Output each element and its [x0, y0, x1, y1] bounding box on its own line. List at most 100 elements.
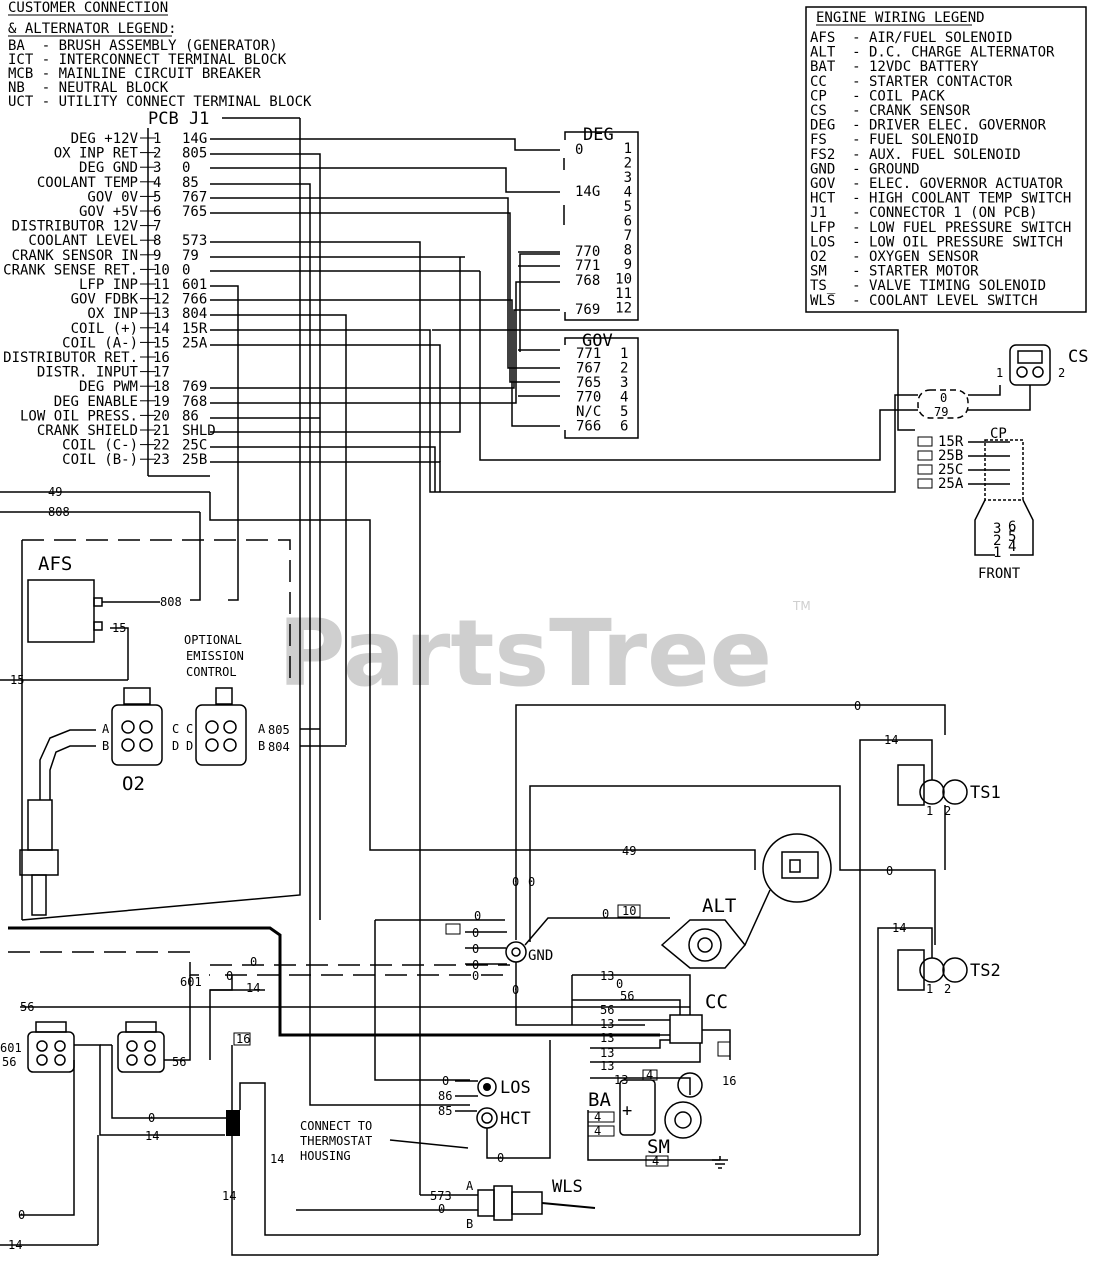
engine-legend-item: LFP - LOW FUEL PRESSURE SWITCH: [810, 220, 1071, 236]
deg-pin-number: 6: [624, 214, 632, 230]
deg-title: DEG: [583, 125, 614, 145]
pcb-pin-label: CRANK SENSOR IN: [12, 248, 138, 264]
pcb-pin-wire: 25A: [182, 335, 208, 351]
cc-wire-13e: 13: [600, 1059, 614, 1073]
los-label: LOS: [500, 1078, 531, 1098]
gnd-wire-up-0b: 0: [528, 875, 535, 889]
ts1-wire-0: 0: [854, 699, 861, 713]
customer-legend-item: NB - NEUTRAL BLOCK: [8, 80, 169, 96]
o2-label: O2: [122, 773, 145, 795]
pcb-pin-wire: 25B: [182, 452, 207, 468]
wire-808-top-label: 808: [48, 505, 70, 519]
gov-pin-number: 1: [620, 346, 628, 362]
conn-right-wire-0: 0: [148, 1111, 155, 1125]
gnd-wire-up-0a: 0: [512, 875, 519, 889]
optional-line2: EMISSION: [186, 649, 244, 663]
gov-pin-number: 3: [620, 375, 628, 391]
o2-pin-c: C: [172, 722, 179, 736]
deg-wire-label: 768: [575, 273, 600, 289]
wire-49-mid-label: 49: [622, 844, 636, 858]
pcb-pin-number: 20: [153, 408, 170, 424]
pcb-pin-label: DISTR. INPUT: [37, 365, 139, 381]
customer-legend-title: CUSTOMER CONNECTION: [8, 0, 168, 16]
pcb-pin-number: 22: [153, 438, 170, 454]
hct-label: HCT: [500, 1109, 531, 1129]
cs-pin-2: 2: [1058, 366, 1065, 380]
engine-legend-item: CS - CRANK SENSOR: [810, 103, 971, 119]
engine-legend-item: GND - GROUND: [810, 161, 920, 177]
deg-pin-number: 7: [624, 228, 632, 244]
pcb-pin-label: DISTRIBUTOR 12V: [12, 219, 139, 235]
pcb-pin-wire: 0: [182, 262, 190, 278]
pcb-pin-number: 12: [153, 292, 170, 308]
deg-pin-number: 10: [615, 272, 632, 288]
cc-label: CC: [705, 991, 728, 1013]
pcb-pin-label: DEG GND: [79, 160, 138, 176]
pcb-pin-number: 2: [153, 146, 161, 162]
cp-pin-left: 2: [993, 533, 1001, 549]
opt-pin-b: B: [258, 739, 265, 753]
pcb-pin-label: GOV 0V: [87, 189, 138, 205]
deg-wire-label: 771: [575, 258, 600, 274]
gov-pin-wire: 767: [576, 361, 601, 377]
opt-pin-c: C: [186, 722, 193, 736]
cc-wire-13d: 13: [600, 1046, 614, 1060]
engine-legend-item: O2 - OXYGEN SENSOR: [810, 249, 979, 265]
cc-wire-13b: 13: [600, 1017, 614, 1031]
deg-pin-number: 11: [615, 286, 632, 302]
engine-legend-title: ENGINE WIRING LEGEND: [816, 10, 985, 26]
pcb-pin-wire: 15R: [182, 321, 208, 337]
wire-14-b: 14: [222, 1189, 236, 1203]
ground-bus: [8, 800, 660, 1037]
wire-15-left-label: 15: [10, 673, 24, 687]
pcb-pin-label: DISTRIBUTOR RET.: [3, 350, 138, 366]
pcb-pin-label: COIL (A-): [62, 335, 138, 351]
coil-crank-wires: [210, 271, 918, 493]
wls-pin-a: A: [466, 1179, 474, 1193]
optional-line3: CONTROL: [186, 665, 237, 679]
gov-pin-number: 2: [620, 361, 628, 377]
pcb-pin-number: 15: [153, 335, 170, 351]
ts2-label: TS2: [970, 961, 1001, 981]
conn-right-56: 56: [172, 1055, 186, 1069]
battery-starter: BA + 13 4 4 4 SM 4: [587, 1068, 728, 1169]
engine-legend-item: DEG - DRIVER ELEC. GOVERNOR: [810, 118, 1047, 134]
o2-pin-a: A: [102, 722, 110, 736]
sm-label: SM: [647, 1136, 670, 1158]
thermostat-note-2: THERMOSTAT: [300, 1134, 372, 1148]
engine-legend-item: FS - FUEL SOLENOID: [810, 132, 979, 148]
wire-49-label: 49: [48, 485, 62, 499]
customer-legend: CUSTOMER CONNECTION & ALTERNATOR LEGEND:…: [8, 0, 312, 110]
o2-wire-805: 805: [268, 723, 290, 737]
ts2-pin-2: 2: [944, 982, 951, 996]
cp-pin-left: 3: [993, 521, 1001, 537]
alt-wire-10: 10: [622, 904, 636, 918]
engine-legend-item: GOV - ELEC. GOVERNOR ACTUATOR: [810, 176, 1063, 192]
pcb-pin-wire: 25C: [182, 438, 207, 454]
pcb-pin-number: 11: [153, 277, 170, 293]
pcb-pin-wire: 768: [182, 394, 207, 410]
deg-wire-label: 769: [575, 302, 600, 318]
gov-pin-number: 5: [620, 404, 628, 420]
pcb-pin-wire: 601: [182, 277, 207, 293]
cp-label: CP: [990, 426, 1007, 442]
watermark: PartsTree: [278, 600, 772, 707]
engine-legend-item: HCT - HIGH COOLANT TEMP SWITCH: [810, 191, 1071, 207]
ba-label: BA: [588, 1089, 611, 1111]
sm-wire-4: 4: [652, 1154, 659, 1168]
pcb-pin-label: DEG PWM: [79, 379, 138, 395]
cp-pin-right: 5: [1008, 529, 1016, 545]
ts2-wire-14: 14: [892, 921, 906, 935]
gov-pin-wire: 765: [576, 375, 601, 391]
pcb-pin-label: OX INP RET: [54, 146, 139, 162]
pcb-pin-label: DEG +12V: [71, 131, 139, 147]
cp-pin-right: 4: [1008, 539, 1016, 555]
pcb-pin-wire: 14G: [182, 131, 207, 147]
pcb-pin-number: 3: [153, 160, 161, 176]
pcb-pin-number: 17: [153, 365, 170, 381]
cp-wire-marker: [917, 478, 933, 489]
deg-pin-number: 2: [624, 156, 632, 172]
pcb-pin-wire: 766: [182, 292, 207, 308]
pcb-pin-wire: 804: [182, 306, 207, 322]
